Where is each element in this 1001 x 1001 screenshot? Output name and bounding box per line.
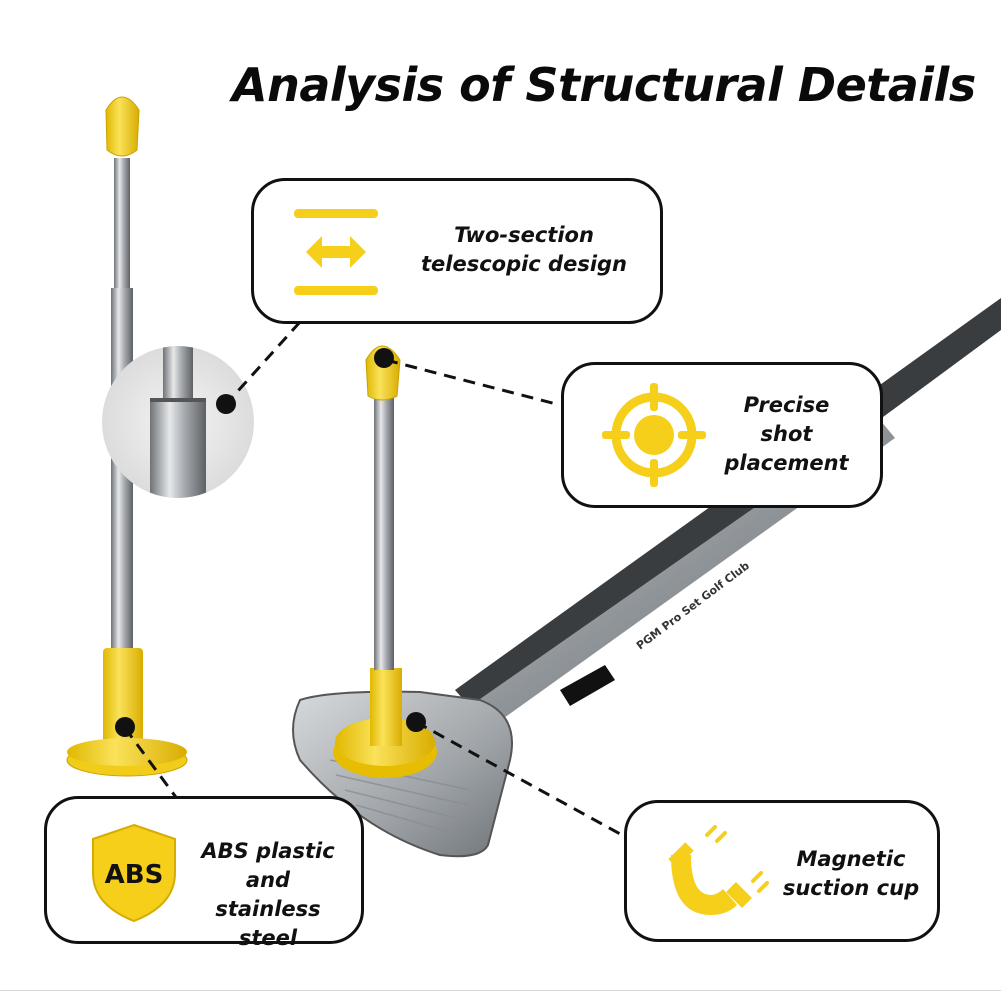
callout-material: ABS ABS plastic and stainless steel [44,796,364,950]
callout-material-line1: ABS plastic [201,839,335,863]
callout-telescopic: Two-section telescopic design [251,178,663,324]
callout-magnetic-line1: Magnetic [796,847,906,871]
callout-connectors [123,320,623,837]
club-ferrule [560,665,615,706]
callout-placement-line3: placement [724,451,849,475]
abs-badge-label: ABS [105,860,164,890]
magnet-icon [668,825,769,915]
telescopic-joint-zoom [102,346,254,498]
rod-upper-section-left [114,158,130,288]
shield-badge-icon: ABS [92,823,176,923]
callout-telescopic-line2: telescopic design [420,252,628,276]
callout-material-line3: stainless steel [215,897,321,950]
target-crosshair-icon [602,383,706,487]
callout-material-line2: and [245,868,291,892]
callout-magnetic-line2: suction cup [782,876,920,900]
connector-dots [115,348,426,737]
callout-placement-line2: shot [760,422,813,446]
rod-tip-left [105,96,140,157]
mounted-rod-shaft [374,398,394,670]
callout-telescopic-line1: Two-section [454,223,594,247]
mounted-rod-collar [370,668,402,746]
bottom-divider [0,990,1001,991]
page-title: Analysis of Structural Details [232,58,976,112]
callout-placement-line1: Precise [743,393,830,417]
callout-placement: Precise shot placement [561,362,883,508]
resize-arrows-icon [294,209,378,295]
callout-magnetic: Magnetic suction cup [624,800,940,942]
